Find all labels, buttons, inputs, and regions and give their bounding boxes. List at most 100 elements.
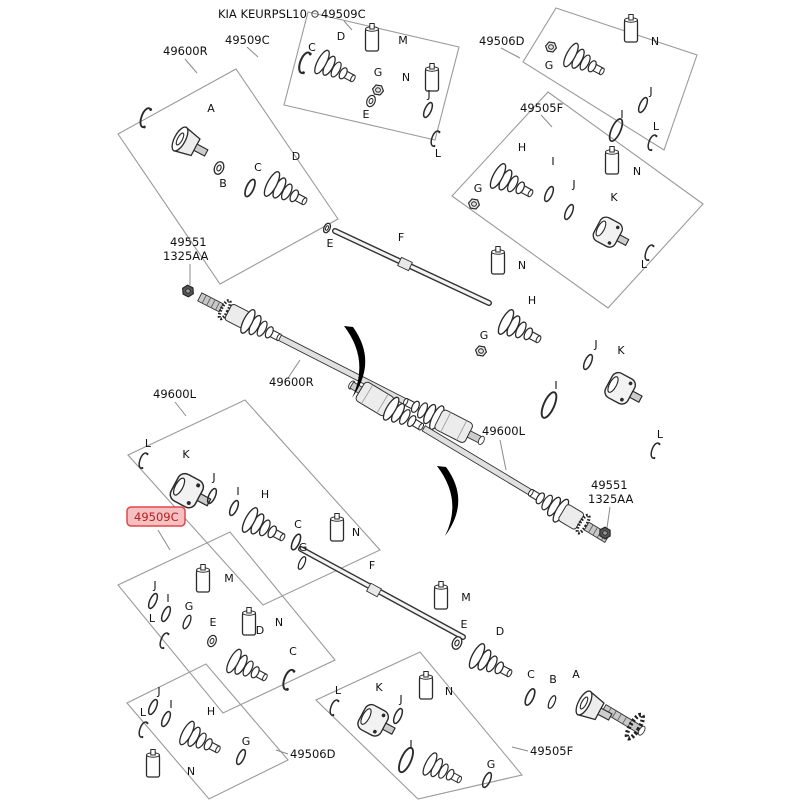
part-group-box-49509C-bottom — [117, 531, 336, 714]
callout-m-shaft-lower: M — [461, 591, 471, 604]
hex-nut-icon — [467, 197, 481, 211]
part-number-label-49505F[interactable]: 49505F — [530, 744, 573, 758]
callout-l-49506D-top: L — [653, 120, 660, 133]
callout-k-49600L-kit: K — [182, 448, 190, 461]
callout-k-shaft-upper: K — [617, 344, 625, 357]
callout-k-49505F-right: K — [610, 191, 618, 204]
part-number-label-49551[interactable]: 49551 — [170, 235, 207, 249]
callout-g-49505F-right: G — [474, 182, 483, 195]
retainer-ring-icon — [242, 177, 258, 199]
callout-g-49509C-top: G — [374, 66, 383, 79]
retainer-ring-icon — [234, 747, 248, 767]
callout-g-shaft-upper: G — [480, 329, 489, 342]
spline-hatch — [588, 524, 607, 541]
part-number-label-49551[interactable]: 49551 — [591, 478, 628, 492]
callout-c-49509C-bottom: C — [289, 645, 297, 658]
callout-g-49505F-bottom: G — [487, 758, 496, 771]
callout-d-shaft-lower: D — [496, 625, 504, 638]
callout-g-49509C-bottom: G — [185, 600, 194, 613]
callout-d-49600R-kit: D — [292, 150, 300, 163]
callout-n-49506D-top: N — [651, 35, 659, 48]
callout-n-49505F-right: N — [633, 165, 641, 178]
part-number-label-49505F[interactable]: 49505F — [520, 101, 563, 115]
callout-l-49505F-bottom: L — [335, 684, 342, 697]
callout-l-shaft-upper: L — [657, 428, 664, 441]
callout-e-49509C-bottom: E — [210, 616, 217, 629]
part-number-label-49600R[interactable]: 49600R — [163, 44, 208, 58]
retainer-ring-icon — [480, 770, 494, 790]
part-number-label-49509C-selected[interactable]: 49509C — [134, 510, 179, 524]
inner-cv-joint-icon — [354, 701, 401, 744]
snap-ring-icon — [327, 697, 341, 718]
shaft-collar — [365, 582, 383, 598]
part-number-label-49600R[interactable]: 49600R — [269, 375, 314, 389]
cv-boot-icon — [260, 169, 314, 215]
callout-n-49509C-top: N — [402, 71, 410, 84]
halfshaft-assembly-49600L — [348, 380, 611, 543]
callout-j-49505F-bottom: J — [398, 693, 402, 706]
cv-boot-icon — [419, 750, 468, 792]
retainer-ring-icon — [636, 95, 650, 115]
part-number-label-1325AA[interactable]: 1325AA — [588, 492, 633, 506]
group-assemblies — [197, 228, 651, 744]
part-group-box-49600R — [117, 68, 339, 285]
callout-d-49509C-top: D — [337, 30, 345, 43]
leader-line — [287, 359, 301, 379]
leader-line — [499, 439, 507, 471]
callout-g-49506D-bottom: G — [242, 735, 251, 748]
intermediate-shaft-F-lower — [298, 546, 466, 640]
intermediate-shaft-F-upper — [332, 228, 492, 306]
callout-a-shaft-lower: A — [572, 668, 580, 681]
callout-i-49505F-bottom: I — [409, 738, 412, 751]
callout-m-49509C-top: M — [398, 34, 408, 47]
large-ring-icon — [395, 744, 417, 776]
part-number-label-1325AA[interactable]: 1325AA — [163, 249, 208, 263]
grease-tube-icon — [329, 512, 345, 542]
retainer-ring-icon — [522, 686, 538, 708]
callout-k-49505F-bottom: K — [375, 681, 383, 694]
callout-h-49600L-kit: H — [261, 488, 269, 501]
retainer-ring-icon — [391, 706, 405, 726]
part-number-label-49600L[interactable]: 49600L — [482, 424, 526, 438]
callout-n-49509C-bottom: N — [275, 616, 283, 629]
grease-tube-icon — [490, 245, 506, 275]
callout-l-49509C-top: L — [435, 147, 442, 160]
cv-boot-icon — [311, 47, 362, 92]
part-number-label-49600L[interactable]: 49600L — [153, 387, 197, 401]
grease-tube-icon — [364, 22, 380, 52]
shaft-end-cap — [477, 435, 485, 445]
housing-ridges — [361, 384, 389, 414]
callout-j-shaft-upper: J — [593, 338, 597, 351]
callout-d-49509C-bottom: D — [256, 624, 264, 637]
hex-nut-icon — [544, 40, 558, 54]
retainer-ring-icon — [180, 613, 194, 631]
part-number-label-49506D[interactable]: 49506D — [290, 747, 336, 761]
part-group-box-49600L — [127, 399, 381, 606]
callout-n-49506D-bottom: N — [187, 765, 195, 778]
callout-l-49506D-bottom: L — [140, 706, 147, 719]
callout-i-shaft-upper: I — [554, 379, 557, 392]
callout-f-shaft-lower: F — [369, 559, 375, 572]
callout-n-49505F-bottom: N — [445, 685, 453, 698]
callout-j-49509C-top: J — [426, 88, 430, 101]
header-part-ref[interactable]: 49509C — [321, 7, 366, 21]
grease-tube-icon — [604, 145, 620, 175]
cv-boot-icon — [223, 646, 274, 691]
retainer-ring-icon — [146, 697, 160, 717]
part-number-label-49509C[interactable]: 49509C — [225, 33, 270, 47]
part-number-label-49506D[interactable]: 49506D — [479, 34, 525, 48]
cv-boot-icon — [238, 505, 292, 551]
stub-axle-bottom-right — [601, 703, 651, 743]
part-group-box-49509C-top — [283, 11, 460, 141]
snap-ring-icon — [137, 105, 154, 130]
part-group-box-49505F-right — [451, 91, 704, 309]
large-ring-icon — [606, 116, 626, 144]
large-ring-icon — [537, 389, 561, 421]
break-mark-swoosh — [437, 466, 459, 536]
leader-line — [246, 46, 259, 58]
retainer-ring-icon — [205, 486, 219, 506]
grease-tube-icon — [241, 606, 257, 636]
part-group-box-49506D-bottom — [126, 663, 289, 800]
callout-i-49505F-right: I — [551, 155, 554, 168]
